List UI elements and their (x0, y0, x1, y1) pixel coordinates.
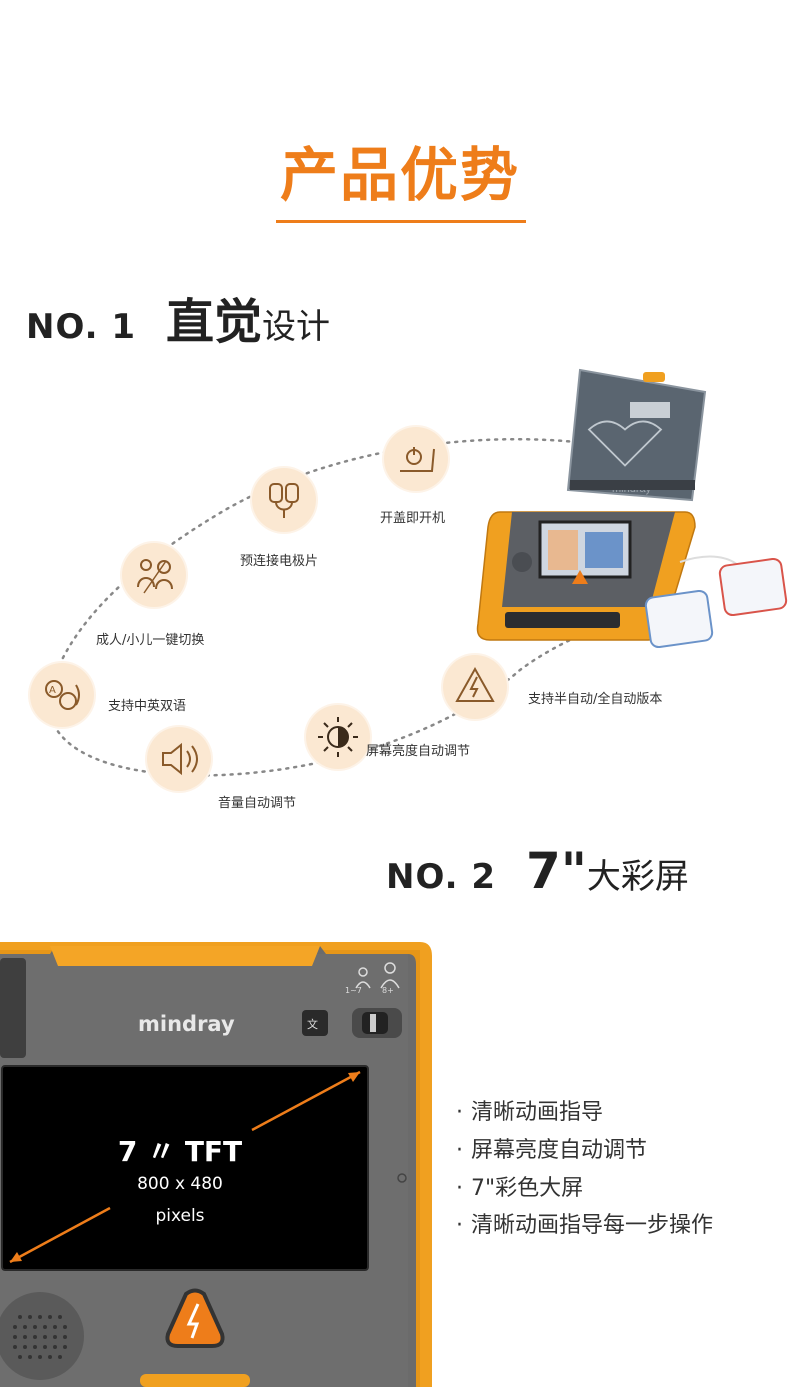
screen-unit: pixels (155, 1206, 205, 1226)
section2-heading: NO. 2 7"大彩屏 (386, 842, 689, 900)
mode-adult-label: 8+ (382, 986, 394, 995)
adult-child-switch-icon (122, 543, 186, 607)
brightness-icon (306, 705, 370, 769)
bullet-item: ·屏幕亮度自动调节 (456, 1138, 648, 1163)
section1-heading: NO. 1 直觉设计 (26, 282, 330, 352)
speaker-volume-icon (147, 727, 211, 791)
section1-number: NO. 1 (26, 307, 137, 347)
bullet-text: 7"彩色大屏 (471, 1176, 584, 1201)
bullet-text: 清晰动画指导每一步操作 (471, 1213, 714, 1238)
svg-text:A: A (49, 685, 56, 696)
section2-title-rest: 大彩屏 (586, 857, 689, 897)
screen-size-label: 7 〃 TFT (117, 1135, 243, 1168)
feature-label-volume: 音量自动调节 (218, 796, 297, 811)
shock-bolt-icon (443, 655, 507, 719)
aed-device-image: mindray (476, 368, 788, 649)
feature-label-semi-full-auto: 支持半自动/全自动版本 (528, 692, 663, 707)
feature-label-brightness: 屏幕亮度自动调节 (366, 744, 471, 759)
page-title: 产品优势 (279, 141, 520, 209)
svg-text:文: 文 (307, 1017, 318, 1031)
mode-child-label: 1~7 (345, 986, 362, 995)
feature-label-lid-open: 开盖即开机 (380, 511, 446, 526)
title-underline (276, 220, 526, 223)
feature-label-bilingual: 支持中英双语 (108, 699, 187, 714)
lid-open-power-icon (384, 427, 448, 491)
bullet-item: ·7"彩色大屏 (456, 1176, 584, 1201)
section1-title-bold: 直觉 (166, 294, 263, 350)
section2-number: NO. 2 (386, 857, 497, 897)
bullet-text: 清晰动画指导 (471, 1100, 604, 1125)
feature-label-electrodes: 预连接电极片 (240, 554, 319, 569)
section1-title-rest: 设计 (262, 307, 331, 347)
electrode-pads-icon (252, 468, 316, 532)
screen-resolution: 800 x 480 (137, 1174, 223, 1194)
feature-label-adult-child: 成人/小儿一键切换 (96, 633, 205, 648)
section2-title-bold: 7" (526, 842, 587, 900)
bullet-text: 屏幕亮度自动调节 (471, 1138, 648, 1163)
device-brand: mindray (138, 1012, 235, 1036)
device-screen-closeup: 文 mindray 1~7 8+ (0, 942, 432, 1387)
bullet-item: ·清晰动画指导每一步操作 (456, 1213, 714, 1238)
bilingual-speech-icon: A (30, 663, 94, 727)
bullet-item: ·清晰动画指导 (456, 1100, 604, 1125)
